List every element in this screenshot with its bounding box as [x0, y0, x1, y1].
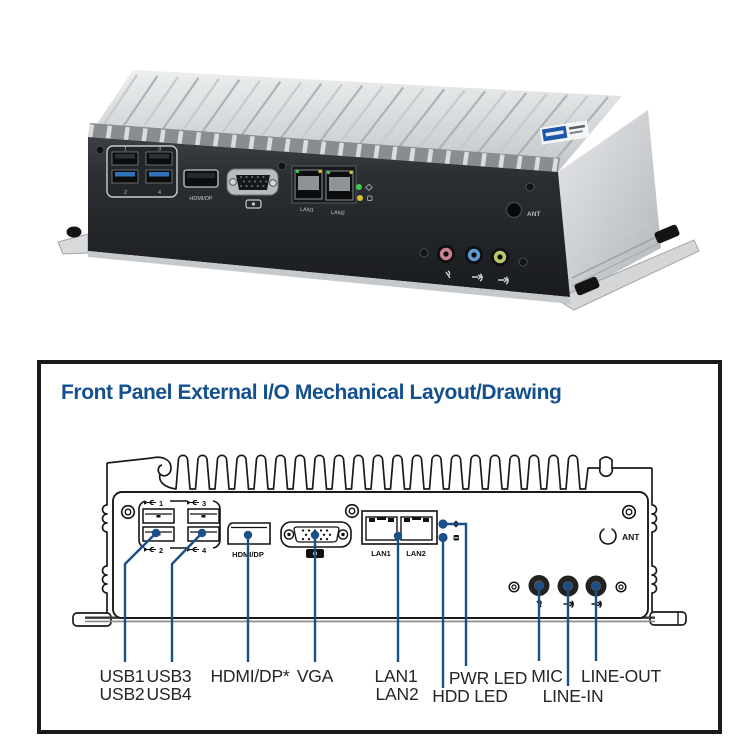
callout-dots [151, 528, 601, 591]
usb1-number: 1 [159, 499, 163, 508]
svg-text:1: 1 [124, 147, 127, 153]
left-foot [72, 612, 112, 627]
vga-port-photo [226, 168, 279, 209]
ant-label-drawing: ANT [622, 532, 640, 542]
right-side-panel [539, 110, 661, 297]
svg-text:2: 2 [124, 190, 127, 196]
hdmi-label-photo: HDMI/DP [189, 196, 213, 202]
drawing-screws [120, 503, 637, 593]
status-leds-photo [356, 183, 373, 201]
lan1-label-drawing: LAN1 [371, 549, 391, 558]
callout-usb2: USB2 [100, 684, 145, 704]
left-curl [151, 456, 172, 477]
audio-jacks-photo [437, 245, 509, 285]
hdmi-port-photo: HDMI/DP [183, 169, 219, 202]
keyhole-slot [598, 456, 614, 478]
ant-connector-drawing: ANT [599, 526, 640, 545]
callout-usb4: USB4 [147, 684, 192, 704]
usb-ports-drawing: 1 3 2 4 [138, 497, 221, 555]
svg-text:3: 3 [158, 147, 161, 153]
mounting-bracket-left [57, 226, 89, 255]
chassis-base-strip [88, 251, 571, 304]
callout-pwr-led: PWR LED [449, 668, 527, 688]
callout-lan2: LAN2 [376, 684, 419, 704]
svg-text:4: 4 [158, 190, 161, 196]
heatsink-fins-drawing [106, 454, 652, 490]
advantech-logo [539, 120, 590, 145]
audio-icons-photo [445, 270, 509, 285]
callout-mic: MIC [531, 666, 562, 686]
panel-screws [95, 145, 535, 267]
usb-icons-drawing [144, 500, 199, 552]
diagram-title: Front Panel External I/O Mechanical Layo… [61, 381, 562, 404]
usb3-number: 3 [202, 499, 206, 508]
front-panel: 1 3 2 4 HDMI/DP [88, 137, 571, 304]
usb4-number: 4 [202, 546, 207, 555]
diagram-box: Front Panel External I/O Mechanical Layo… [37, 360, 722, 734]
pwr-led-dot [438, 519, 448, 529]
usb2-number: 2 [159, 546, 163, 555]
usb-numbers-photo: 1 3 2 4 [124, 147, 161, 197]
callout-lan1: LAN1 [375, 666, 418, 686]
callout-usb1: USB1 [100, 666, 145, 686]
fin-front-teeth [87, 124, 559, 173]
lan2-label-drawing: LAN2 [406, 549, 426, 558]
callout-hdmi: HDMI/DP* [210, 666, 289, 686]
callout-labels: USB1 USB3 USB2 USB4 HDMI/DP* VGA LAN1 LA… [100, 666, 662, 706]
right-foot [649, 611, 687, 626]
callout-line-out: LINE-OUT [581, 666, 662, 686]
ant-connector-photo: ANT [505, 201, 540, 219]
lan2-label-photo: LAN2 [331, 210, 345, 217]
callout-vga: VGA [297, 666, 334, 686]
lan-ports-drawing: LAN1 LAN2 [361, 510, 438, 558]
callout-usb3: USB3 [147, 666, 192, 686]
lan-ports-photo: LAN1 LAN2 [291, 165, 357, 217]
callout-line-in: LINE-IN [543, 686, 604, 706]
product-photo: 1 3 2 4 HDMI/DP [0, 0, 750, 350]
callout-hdd-led: HDD LED [432, 686, 507, 706]
heatsink-top [87, 70, 622, 173]
usb-ports-photo: 1 3 2 4 [106, 145, 178, 198]
callout-lines [123, 522, 598, 688]
mechanical-drawing: 1 3 2 4 HDMI/DP [72, 454, 687, 706]
lan1-label-photo: LAN1 [300, 207, 314, 214]
product-photo-svg: 1 3 2 4 HDMI/DP [57, 70, 700, 311]
mounting-bracket-right [554, 224, 700, 311]
ant-label-photo: ANT [527, 211, 540, 218]
